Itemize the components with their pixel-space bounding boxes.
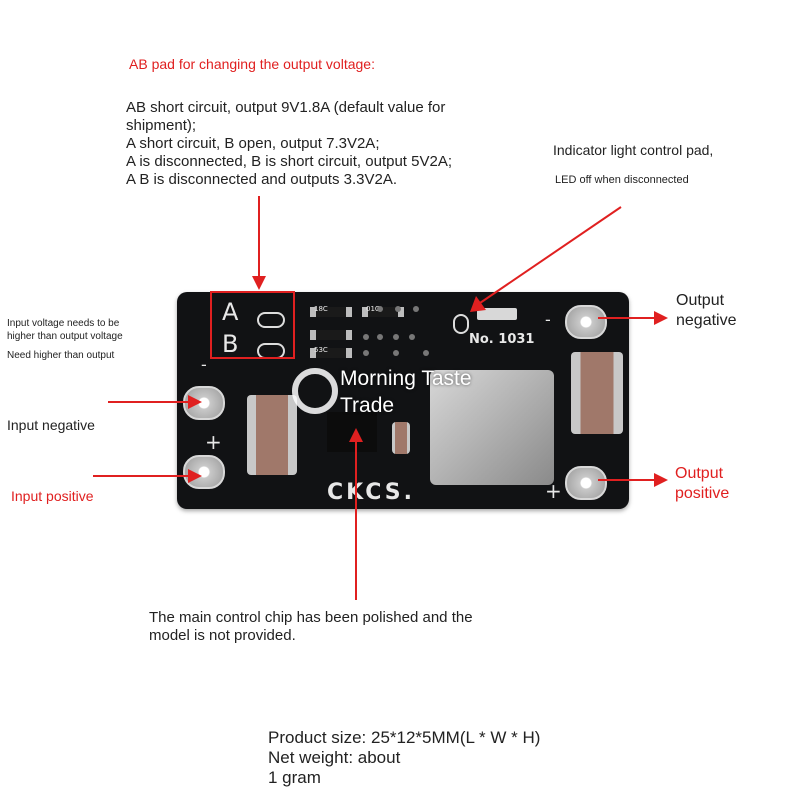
ab-mode-1: AB short circuit, output 9V1.8A (default… bbox=[126, 99, 446, 116]
input-capacitor bbox=[247, 395, 297, 475]
arrowhead bbox=[470, 296, 486, 312]
product-weight-2: 1 gram bbox=[268, 768, 321, 787]
output-negative-pad bbox=[565, 305, 607, 339]
silk-minus-left: - bbox=[201, 355, 207, 374]
arrowhead bbox=[188, 469, 202, 483]
product-size: Product size: 25*12*5MM(L * W * H) bbox=[268, 728, 541, 747]
brand-silk: CKCS. bbox=[327, 480, 415, 505]
via bbox=[363, 350, 369, 356]
input-note-line2: higher than output voltage bbox=[7, 331, 123, 342]
output-positive-label: Output positive bbox=[675, 464, 729, 504]
indicator-title: Indicator light control pad, bbox=[553, 142, 714, 158]
ab-mode-list: AB short circuit, output 9V1.8A (default… bbox=[126, 99, 452, 189]
silk-plus-left: + bbox=[205, 430, 222, 454]
product-weight-1: Net weight: about bbox=[268, 748, 401, 767]
arrowhead bbox=[654, 311, 668, 325]
ab-mode-2: shipment); bbox=[126, 117, 197, 134]
via bbox=[393, 334, 399, 340]
output-negative-line1: Output bbox=[676, 292, 725, 309]
output-positive-line1: Output bbox=[675, 465, 724, 482]
chip-note: The main control chip has been polished … bbox=[149, 609, 473, 645]
silk-plus-right: + bbox=[545, 479, 562, 503]
arrowhead bbox=[188, 395, 202, 409]
resistor-4 bbox=[310, 348, 352, 358]
main-control-chip bbox=[327, 412, 377, 452]
pad-a-oval bbox=[257, 312, 285, 328]
ab-mode-5: A B is disconnected and outputs 3.3V2A. bbox=[126, 171, 398, 188]
output-negative-label: Output negative bbox=[676, 291, 737, 331]
watermark-line1: Morning Taste bbox=[340, 367, 472, 390]
via bbox=[409, 334, 415, 340]
via bbox=[413, 306, 419, 312]
arrow-indicator bbox=[479, 206, 622, 304]
silk-b: B bbox=[222, 330, 239, 358]
res-label-1: 18C bbox=[314, 305, 328, 313]
input-positive-label: Input positive bbox=[11, 488, 94, 504]
led bbox=[477, 308, 517, 320]
ab-pad-title: AB pad for changing the output voltage: bbox=[129, 56, 375, 72]
chip-note-line2: model is not provided. bbox=[149, 627, 296, 644]
output-negative-line2: negative bbox=[676, 312, 737, 329]
ab-mode-4: A is disconnected, B is short circuit, o… bbox=[126, 153, 453, 170]
input-voltage-note: Input voltage needs to be higher than ou… bbox=[7, 317, 123, 362]
arrowhead bbox=[252, 276, 266, 290]
resistor-3 bbox=[310, 330, 352, 340]
silk-a: A bbox=[222, 298, 239, 326]
via bbox=[377, 306, 383, 312]
indicator-note: LED off when disconnected bbox=[555, 174, 689, 186]
via bbox=[363, 334, 369, 340]
input-negative-label: Input negative bbox=[7, 417, 95, 433]
chip-note-line1: The main control chip has been polished … bbox=[149, 609, 473, 626]
product-info: Product size: 25*12*5MM(L * W * H) Net w… bbox=[268, 728, 540, 788]
watermark-text: Morning Taste Trade bbox=[340, 365, 472, 419]
res-label-2: 01C bbox=[366, 305, 380, 313]
ab-pad-highlight-box bbox=[210, 291, 295, 359]
silk-minus-right: - bbox=[545, 310, 551, 329]
model-number: No. 1031 bbox=[469, 332, 535, 347]
watermark-logo-icon bbox=[292, 368, 338, 414]
pcb-board: - + - + A B 18C 01C 53C No. 1031 CKCS. bbox=[177, 292, 629, 509]
input-note-line3: Need higher than output bbox=[7, 350, 115, 361]
input-note-line1: Input voltage needs to be bbox=[7, 318, 120, 329]
resistor-1 bbox=[310, 307, 352, 317]
output-positive-pad bbox=[565, 466, 607, 500]
inductor bbox=[430, 370, 554, 485]
indicator-pad bbox=[453, 314, 469, 334]
watermark-line2: Trade bbox=[340, 394, 395, 417]
small-capacitor bbox=[392, 422, 410, 454]
res-label-3: 53C bbox=[314, 346, 328, 354]
via bbox=[393, 350, 399, 356]
via bbox=[377, 334, 383, 340]
via bbox=[395, 306, 401, 312]
output-positive-line2: positive bbox=[675, 485, 730, 502]
ab-mode-3: A short circuit, B open, output 7.3V2A; bbox=[126, 135, 380, 152]
output-capacitor bbox=[571, 352, 623, 434]
arrowhead bbox=[654, 473, 668, 487]
input-negative-pad bbox=[183, 386, 225, 420]
via bbox=[423, 350, 429, 356]
resistor-2 bbox=[362, 307, 404, 317]
arrowhead bbox=[349, 428, 363, 442]
